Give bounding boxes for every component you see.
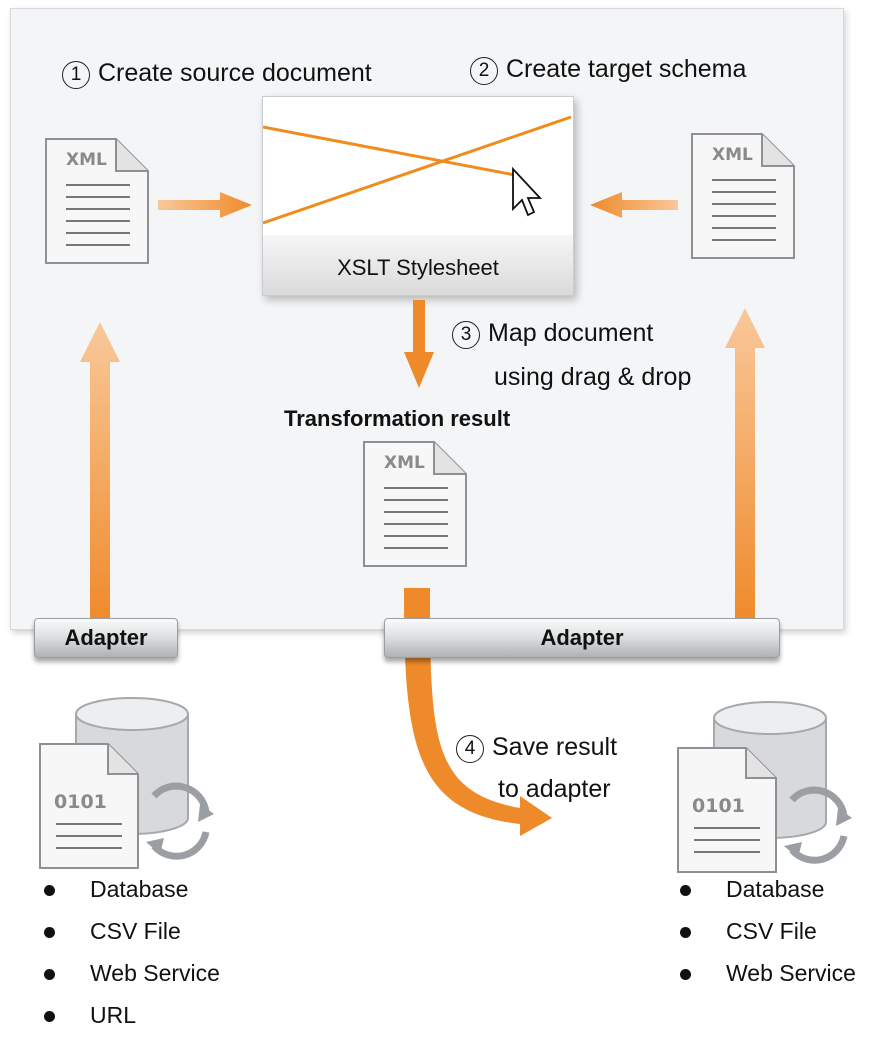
right-source-list: Database CSV File Web Service <box>674 872 856 998</box>
step-1-number: 1 <box>62 61 90 89</box>
xml-label: XML <box>712 145 753 165</box>
binary-file-icon: 0101 <box>39 743 139 869</box>
right-adapter: Adapter <box>384 618 780 658</box>
stylesheet-to-result-arrow <box>404 300 434 388</box>
left-adapter: Adapter <box>34 618 178 658</box>
list-item: Web Service <box>674 956 856 998</box>
xml-label: XML <box>66 150 107 170</box>
list-item: CSV File <box>38 914 220 956</box>
step-4-line2: to adapter <box>498 775 611 803</box>
step-4-number: 4 <box>456 735 484 763</box>
binary-label: 0101 <box>54 791 107 813</box>
step-1-text: Create source document <box>98 59 372 87</box>
source-to-stylesheet-arrow <box>158 192 252 218</box>
source-xml-document-icon: XML <box>45 138 149 264</box>
xslt-stylesheet-box: XSLT Stylesheet <box>262 96 574 296</box>
list-item: Database <box>674 872 856 914</box>
xml-label: XML <box>384 453 425 473</box>
target-to-stylesheet-arrow <box>590 192 678 218</box>
step-3-label: 3 Map document <box>452 318 653 349</box>
step-2-number: 2 <box>470 57 498 85</box>
step-2-label: 2 Create target schema <box>470 54 746 85</box>
result-xml-document-icon: XML <box>363 441 467 567</box>
transformation-result-label: Transformation result <box>284 406 511 431</box>
left-source-list: Database CSV File Web Service URL <box>38 872 220 1040</box>
list-item: Database <box>38 872 220 914</box>
step-4-line1: Save result <box>492 733 618 761</box>
binary-label: 0101 <box>692 795 745 817</box>
step-4-label: 4 Save result <box>456 732 617 763</box>
mapping-lines <box>263 115 572 225</box>
step-2-text: Create target schema <box>506 55 747 83</box>
step-3-line2: using drag & drop <box>494 363 692 391</box>
stylesheet-footer <box>263 235 573 295</box>
target-xml-document-icon: XML <box>691 133 795 259</box>
list-item: Web Service <box>38 956 220 998</box>
left-data-source-icon: 0101 <box>39 697 214 869</box>
mapping-line-2 <box>263 115 572 225</box>
step-3-line1: Map document <box>488 319 654 347</box>
left-up-arrow <box>80 322 120 622</box>
save-to-adapter-arrow <box>404 588 552 836</box>
list-item: URL <box>38 998 220 1040</box>
cursor-icon <box>512 166 543 217</box>
mapping-line-1 <box>263 125 516 177</box>
step-3-number: 3 <box>452 321 480 349</box>
right-data-source-icon: 0101 <box>677 701 852 873</box>
list-item: CSV File <box>674 914 856 956</box>
right-up-arrow <box>725 308 765 622</box>
stylesheet-label: XSLT Stylesheet <box>337 255 499 280</box>
step-1-label: 1 Create source document <box>62 58 372 89</box>
binary-file-icon: 0101 <box>677 747 777 873</box>
